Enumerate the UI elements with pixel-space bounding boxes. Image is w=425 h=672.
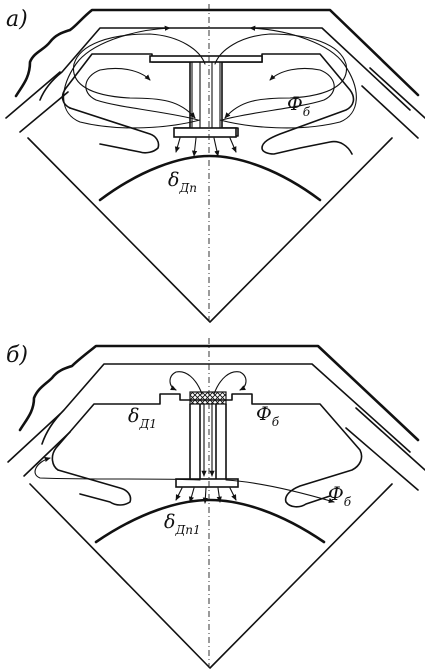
panel-b-interpole-shoe [175, 478, 239, 488]
panel-b-label-phi-b-lower: Фб [328, 483, 352, 509]
panel-a: а) Фб δДп [5, 4, 425, 323]
panel-b-label-delta-dp1: δДп1 [164, 511, 201, 537]
panel-a-interpole-shoe [173, 127, 237, 138]
panel-b-pole-body-left-lower [57, 469, 132, 506]
panel-b: б) δД1 Фб Фб δДп1 [6, 338, 425, 669]
panel-b-flux-line-6 [188, 487, 195, 503]
panel-a-flux-line-5 [63, 25, 201, 129]
panel-a-frame-left [5, 71, 69, 133]
panel-a-flux-line-3 [85, 67, 199, 121]
panel-a-flux-line-2 [214, 33, 348, 119]
panel-a-pole-body-left-lower [69, 107, 160, 154]
panel-b-flux-line-8 [216, 487, 222, 503]
panel-b-flux-line-3 [34, 456, 201, 481]
panel-a-interpole-cap [149, 55, 263, 63]
panel-b-flux-line-2 [213, 371, 247, 395]
panel-b-frame-left [7, 413, 71, 477]
panel-a-flux-line-7 [174, 137, 181, 153]
panel-b-flux-line-1 [169, 371, 203, 395]
panel-b-pole-body [51, 393, 363, 508]
panel-a-flux-line-6 [219, 25, 357, 129]
panel-b-frame-right [345, 407, 425, 491]
panel-b-flux-line-9 [229, 487, 237, 501]
panel-b-armature [94, 498, 326, 544]
panel-a-housing-outer [14, 8, 420, 98]
panel-b-label-phi-b-upper: Фб [256, 403, 280, 429]
panel-a-armature [98, 154, 322, 202]
panel-b-housing-outer [18, 344, 420, 442]
panel-a-label-phi-b: Фб [287, 93, 311, 119]
panel-b-flux-line-5 [175, 487, 183, 501]
panel-a-housing-inner [39, 27, 411, 111]
panel-a-pole-body [61, 53, 355, 155]
panel-a-flux-line-4 [221, 67, 335, 121]
panel-b-label-delta-d1: δД1 [128, 405, 157, 431]
panel-a-flux-line-9 [213, 137, 220, 157]
panel-a-label-delta-dp: δДп [168, 169, 197, 195]
panel-a-flux-line-8 [191, 137, 198, 157]
panel-a-flux-line-1 [72, 33, 206, 119]
panel-b-label: б) [6, 343, 28, 368]
panel-b-interpole-gap-hatch [189, 391, 227, 405]
panel-a-flux-line-10 [229, 137, 237, 153]
panel-a-frame-right [361, 67, 425, 139]
panel-a-armature-sides [27, 137, 393, 323]
panel-b-interpole-core [189, 403, 227, 481]
panel-a-label: а) [6, 7, 28, 32]
panel-a-interpole-core [191, 61, 221, 129]
panel-b-housing-inner [41, 363, 411, 453]
panel-b-flux-line-4 [225, 479, 335, 504]
panel-b-armature-sides [29, 483, 393, 669]
panel-b-flux-line-7 [202, 487, 208, 504]
